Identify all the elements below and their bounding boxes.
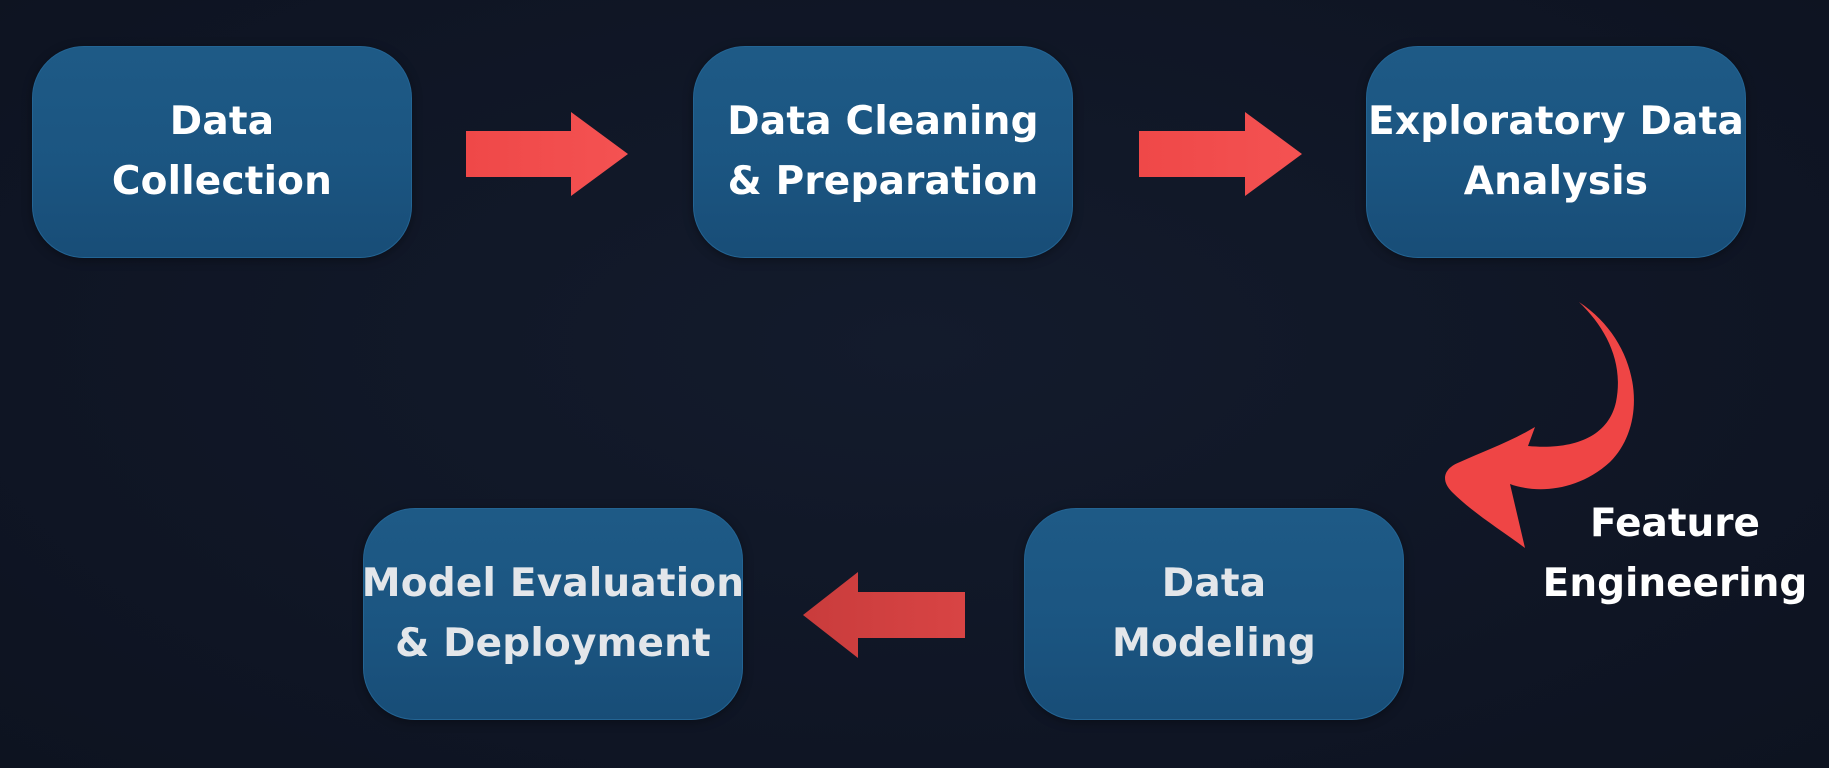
- step-data-modeling: Data Modeling: [1024, 508, 1404, 720]
- step-eda-label: Exploratory Data Analysis: [1368, 92, 1744, 212]
- step-line: Data Cleaning: [727, 99, 1039, 144]
- step-model-evaluation-label: Model Evaluation & Deployment: [362, 554, 745, 674]
- arrow-left-1: [803, 572, 965, 658]
- arrow-right-1: [466, 112, 628, 196]
- step-line: Collection: [111, 159, 333, 204]
- step-exploratory-data-analysis: Exploratory Data Analysis: [1366, 46, 1746, 258]
- feature-line: Engineering: [1542, 561, 1808, 606]
- step-data-cleaning: Data Cleaning & Preparation: [693, 46, 1073, 258]
- step-model-evaluation: Model Evaluation & Deployment: [362, 508, 745, 720]
- step-data-collection: Data Collection: [32, 46, 412, 258]
- feature-engineering-label: Feature Engineering: [1535, 494, 1815, 614]
- step-data-collection-label: Data Collection: [112, 92, 332, 212]
- step-line: Data: [1161, 561, 1267, 606]
- step-line: & Preparation: [727, 159, 1039, 204]
- step-line: Analysis: [1463, 159, 1649, 204]
- step-line: Modeling: [1112, 621, 1316, 666]
- step-data-cleaning-label: Data Cleaning & Preparation: [727, 92, 1038, 212]
- step-line: Exploratory Data: [1368, 99, 1744, 144]
- feature-line: Feature: [1590, 501, 1760, 546]
- step-line: & Deployment: [395, 621, 711, 666]
- arrow-right-2: [1139, 112, 1302, 196]
- step-line: Data: [169, 99, 275, 144]
- step-line: Model Evaluation: [361, 561, 745, 606]
- step-data-modeling-label: Data Modeling: [1112, 554, 1316, 674]
